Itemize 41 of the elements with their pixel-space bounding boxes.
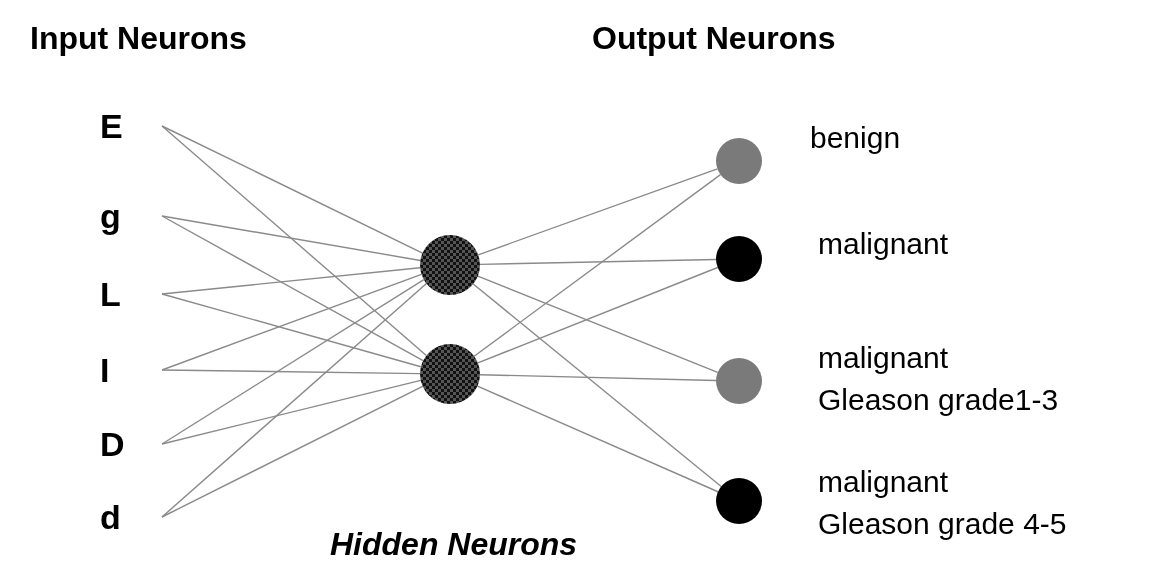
input-neuron-label: g [100,195,162,237]
section-heading: Output Neurons [592,22,836,54]
output-label: Gleason grade1-3 [818,382,1059,418]
output-neuron-circle [716,138,762,184]
connection-line [161,385,424,518]
connection-line [161,267,421,295]
connection-line [161,125,427,357]
connection-line [161,282,428,518]
connection-line [161,293,422,368]
section-heading: Hidden Neurons [330,528,578,560]
output-neuron-circle [716,358,762,404]
connection-line [161,369,421,375]
connection-line [161,125,424,254]
connection-line [161,273,423,371]
output-label: Gleason grade 4-5 [818,506,1067,542]
connection-line [472,283,722,488]
connection-line [161,215,422,262]
hidden-neuron-circle [420,344,480,404]
connection-line [161,379,422,445]
input-neuron-label: E [100,105,162,147]
output-label: malignant [818,226,949,262]
output-neuron-circle [716,236,762,282]
connection-line [479,374,717,382]
connection-line [477,168,719,256]
output-label: benign [810,120,901,156]
input-neuron-label: D [100,423,162,465]
connection-line [161,215,424,362]
connection-line [477,266,719,364]
input-neuron-label: L [100,273,162,315]
input-neuron-label: d [100,496,162,538]
connection-line [479,258,717,266]
connection-line [477,275,719,374]
output-label: malignant [818,340,950,376]
hidden-neuron-circle [420,235,480,295]
output-neuron-circle [716,478,762,524]
section-heading: Input Neurons [30,22,247,54]
output-label: malignant [818,464,950,500]
input-neuron-label: I [100,349,162,391]
connection-line [473,173,722,357]
connection-line [161,279,425,445]
connection-line [476,385,719,493]
